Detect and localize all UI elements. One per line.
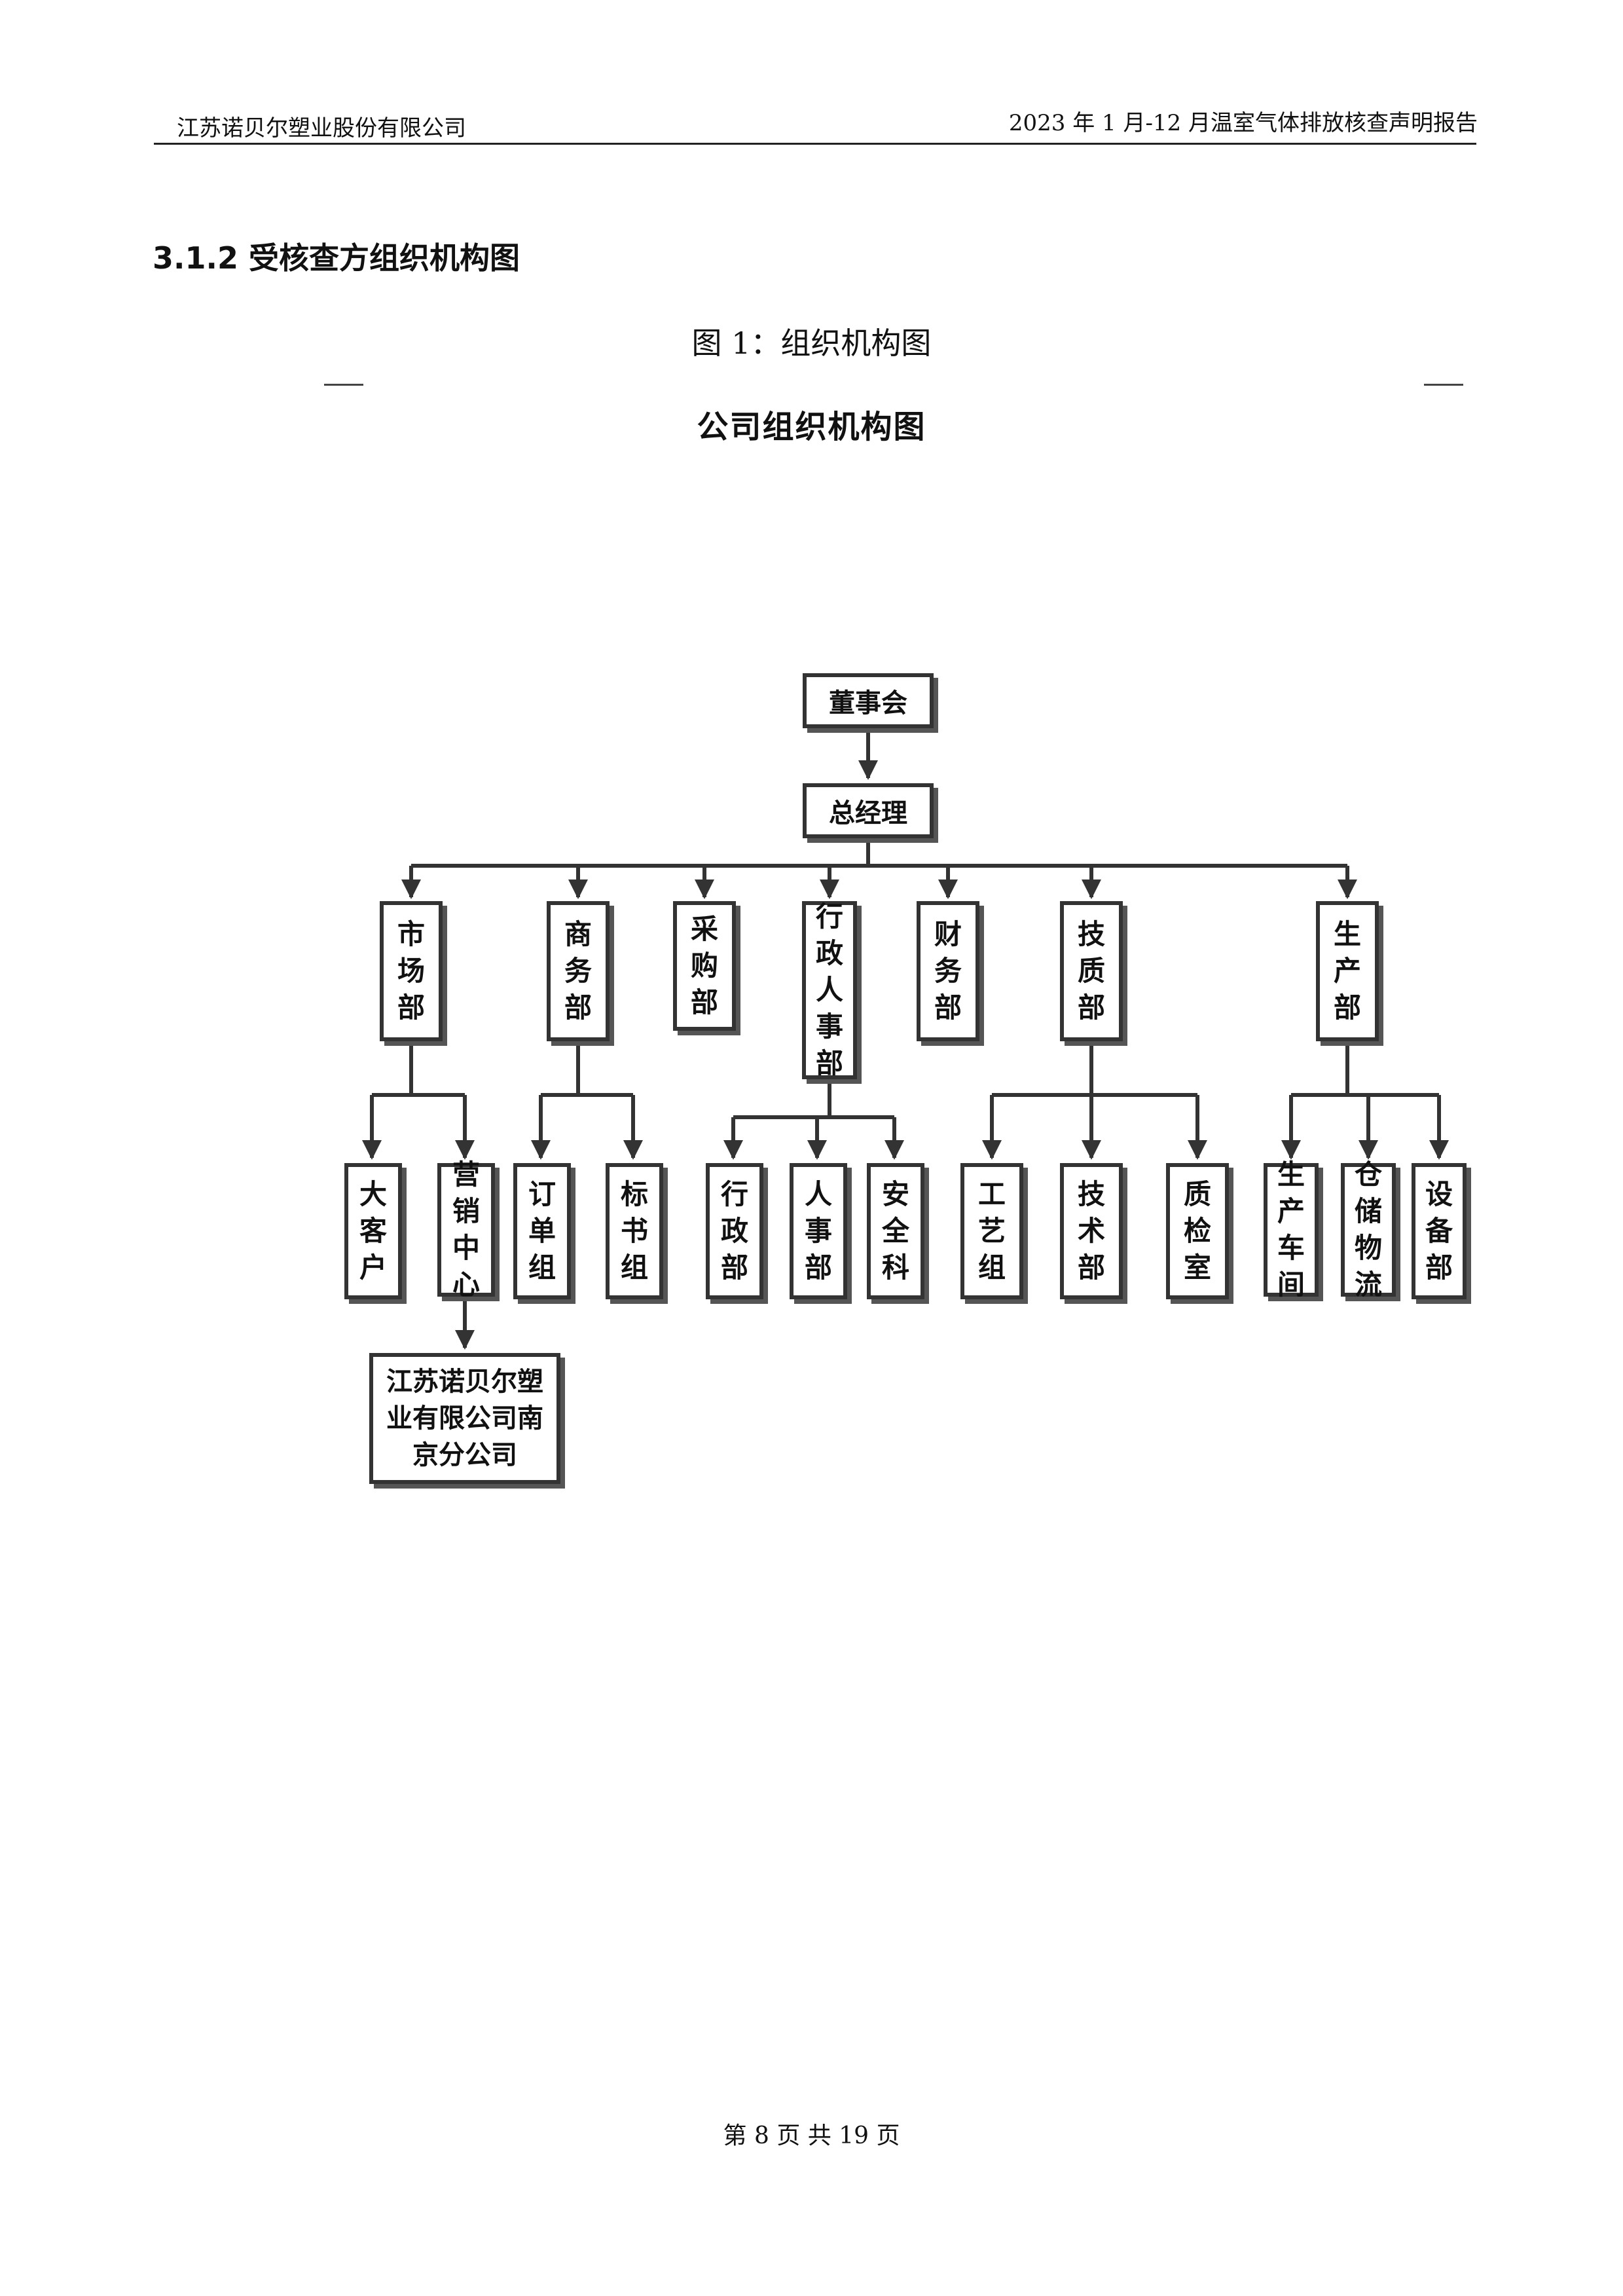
org-node-hr-dept: 人事部	[790, 1163, 847, 1299]
org-node-dept-business: 商务部	[547, 901, 610, 1041]
org-node-marketing-center: 营销中心	[437, 1158, 495, 1301]
header-rule	[154, 143, 1476, 145]
scan-mark-left	[324, 384, 363, 386]
org-node-safety-section: 安全科	[867, 1163, 924, 1299]
org-node-admin-dept: 行政部	[706, 1163, 763, 1299]
org-node-technical-dept: 技术部	[1060, 1163, 1123, 1299]
header-report-title: 2023 年 1 月-12 月温室气体排放核查声明报告	[1008, 110, 1478, 136]
chart-title: 公司组织机构图	[697, 409, 926, 445]
org-node-qc-room: 质检室	[1166, 1163, 1229, 1299]
org-node-process-group: 工艺组	[960, 1163, 1023, 1299]
page-footer: 第 8 页 共 19 页	[723, 2122, 900, 2149]
org-node-general-manager: 总经理	[803, 783, 934, 838]
org-node-dept-tech-quality: 技质部	[1060, 901, 1123, 1041]
org-node-nanjing-branch: 江苏诺贝尔塑业有限公司南京分公司	[369, 1353, 560, 1484]
header-company: 江苏诺贝尔塑业股份有限公司	[177, 115, 466, 141]
org-node-dept-market: 市场部	[380, 901, 443, 1041]
scan-mark-right	[1424, 384, 1463, 386]
org-node-warehouse-logistics: 仓储物流	[1341, 1158, 1396, 1301]
org-node-key-accounts: 大客户	[344, 1163, 402, 1299]
org-node-dept-admin-hr: 行政人事部	[802, 900, 857, 1079]
org-node-dept-purchasing: 采购部	[673, 901, 736, 1031]
org-node-dept-production: 生产部	[1316, 901, 1379, 1041]
figure-caption: 图 1：组织机构图	[691, 325, 932, 361]
org-node-bid-group: 标书组	[606, 1163, 663, 1299]
org-node-dept-finance: 财务部	[917, 901, 979, 1041]
org-node-order-group: 订单组	[513, 1163, 571, 1299]
org-node-equipment-dept: 设备部	[1412, 1163, 1467, 1299]
org-node-board: 董事会	[803, 673, 934, 728]
section-title: 3.1.2 受核查方组织机构图	[153, 240, 520, 276]
org-node-production-workshop: 生产车间	[1264, 1158, 1319, 1301]
